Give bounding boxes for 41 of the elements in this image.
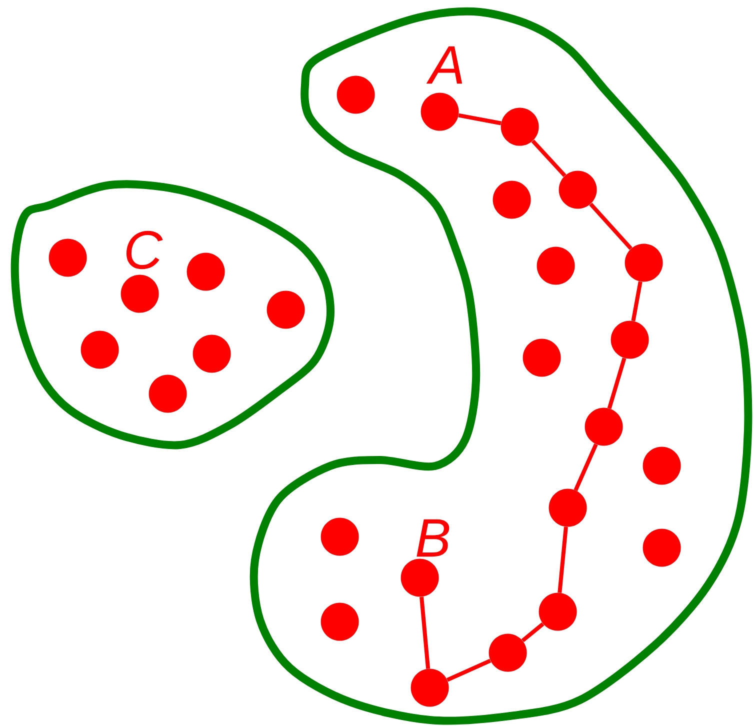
letter-label: C (126, 230, 163, 270)
connecting-line (531, 140, 566, 178)
connecting-line (558, 526, 568, 593)
dot (584, 408, 623, 446)
letter-label: A (426, 46, 462, 84)
dot (148, 374, 187, 413)
dot (492, 180, 531, 219)
dot (80, 330, 119, 369)
dot (320, 602, 359, 641)
letter-label: B (416, 519, 450, 557)
dot (500, 108, 539, 146)
connecting-line (607, 358, 626, 409)
dot (642, 528, 681, 567)
dot (320, 518, 359, 556)
dot (186, 252, 225, 291)
dot (420, 92, 459, 131)
connecting-line (446, 658, 492, 682)
dot (522, 338, 561, 377)
dot (548, 488, 587, 527)
connecting-line (458, 113, 502, 126)
region-outline (250, 7, 752, 725)
dot (488, 634, 527, 672)
dot (120, 274, 159, 313)
connecting-line (420, 596, 430, 669)
dot (336, 76, 375, 114)
connecting-line (631, 281, 642, 322)
connecting-line (574, 444, 598, 492)
dot (558, 170, 597, 209)
connecting-line (589, 202, 632, 250)
dot (410, 668, 449, 707)
connecting-line (521, 622, 544, 642)
dot (400, 558, 439, 597)
dot (536, 246, 575, 285)
dot (48, 238, 87, 277)
dot (642, 446, 681, 485)
dot (538, 592, 577, 631)
dot (624, 244, 663, 282)
region-outline (10, 180, 334, 450)
dot (610, 320, 649, 359)
dot (266, 290, 305, 329)
dot (192, 334, 231, 373)
